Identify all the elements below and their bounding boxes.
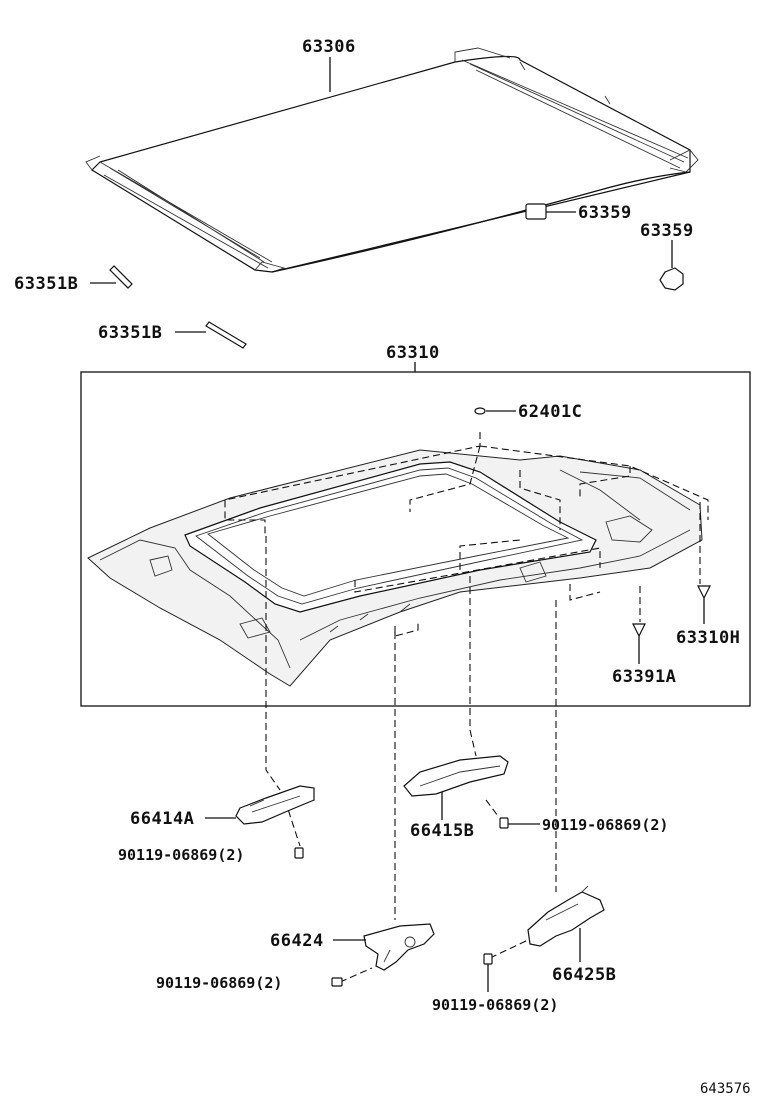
bracket-66424[interactable] [363, 923, 435, 971]
strip-63351b-upper[interactable] [109, 265, 133, 289]
label-90119-c: 90119-06869(2) [156, 974, 282, 992]
assist-grip-cover-66415b[interactable] [403, 755, 509, 797]
sunvisor-holder-66414a[interactable] [235, 785, 315, 825]
label-90119-a: 90119-06869(2) [542, 816, 668, 834]
screw-66425b[interactable] [483, 953, 493, 965]
clip-63359-octagon[interactable] [659, 267, 684, 291]
diagram-id: 643576 [700, 1081, 751, 1097]
clip-62401c[interactable] [474, 407, 486, 415]
roof-shade-panel-63306[interactable] [85, 47, 699, 273]
label-63359-a: 63359 [578, 203, 632, 223]
label-63310h: 63310H [676, 628, 740, 648]
drop-lines [265, 536, 557, 983]
screw-66414a[interactable] [294, 847, 304, 859]
label-90119-b: 90119-06869(2) [118, 846, 244, 864]
label-66414a: 66414A [130, 809, 194, 829]
strip-63351b-lower[interactable] [205, 321, 247, 349]
bracket-66425b[interactable] [527, 885, 605, 947]
label-63351b-lower: 63351B [98, 323, 162, 343]
label-66424: 66424 [270, 931, 324, 951]
label-66425b: 66425B [552, 965, 616, 985]
label-90119-d: 90119-06869(2) [432, 996, 558, 1014]
clip-63359-square[interactable] [525, 203, 547, 220]
screw-66424[interactable] [331, 977, 343, 987]
clip-63310h[interactable] [697, 585, 711, 600]
label-63391a: 63391A [612, 667, 676, 687]
label-63351b-upper: 63351B [14, 274, 78, 294]
label-63306: 63306 [302, 37, 356, 57]
label-62401c: 62401C [518, 402, 582, 422]
roof-headliner-63310[interactable] [87, 449, 703, 687]
label-63310: 63310 [386, 343, 440, 363]
label-63359-b: 63359 [640, 221, 694, 241]
label-66415b: 66415B [410, 821, 474, 841]
clip-63391a[interactable] [632, 623, 646, 638]
attachment-guides [224, 432, 709, 637]
screw-66415b[interactable] [499, 817, 509, 829]
